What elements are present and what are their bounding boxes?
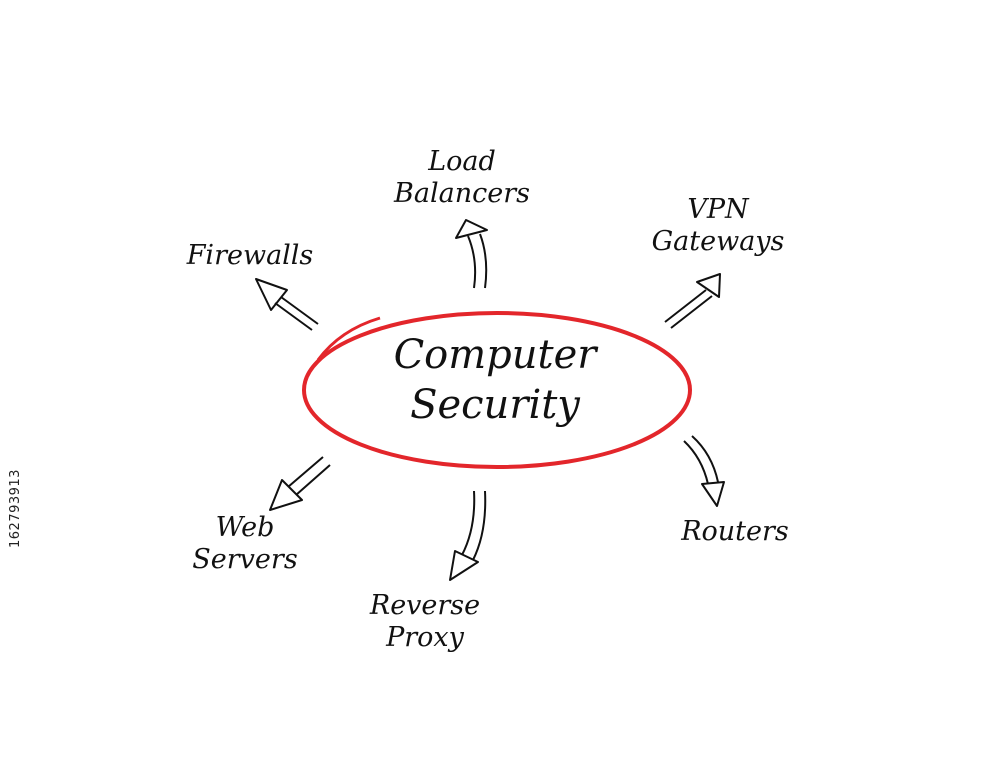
- node-web-servers: Web Servers: [170, 512, 320, 576]
- center-ring-overlap: [316, 316, 381, 361]
- center-ring: [302, 311, 692, 469]
- node-label-line2: Proxy: [386, 621, 464, 653]
- node-label-line2: Gateways: [651, 225, 785, 257]
- node-firewalls: Firewalls: [160, 240, 340, 272]
- arrow-to-vpn-gateways: [664, 273, 721, 329]
- center-title-line1: Computer: [393, 332, 597, 378]
- node-reverse-proxy: Reverse Proxy: [340, 590, 510, 654]
- node-label-line1: Reverse: [369, 590, 481, 621]
- node-vpn-gateways: VPN Gateways: [628, 194, 808, 258]
- node-routers: Routers: [660, 516, 810, 548]
- node-label-line1: Load: [428, 146, 496, 177]
- image-id-label: 162793913: [8, 469, 23, 548]
- node-label-line1: Firewalls: [186, 240, 314, 271]
- center-title: Computer Security: [330, 330, 660, 430]
- arrow-to-firewalls: [255, 278, 319, 331]
- node-load-balancers: Load Balancers: [362, 146, 562, 210]
- node-label-line2: Balancers: [394, 177, 530, 209]
- node-label-line2: Servers: [192, 543, 298, 575]
- arrow-to-web-servers: [269, 456, 331, 511]
- arrow-to-load-balancers: [455, 219, 488, 289]
- arrow-to-routers: [683, 435, 725, 507]
- arrow-to-reverse-proxy: [449, 490, 487, 581]
- node-label-line1: Routers: [681, 516, 789, 547]
- node-label-line1: VPN: [687, 194, 749, 225]
- center-title-line2: Security: [410, 382, 580, 428]
- node-label-line1: Web: [215, 512, 275, 543]
